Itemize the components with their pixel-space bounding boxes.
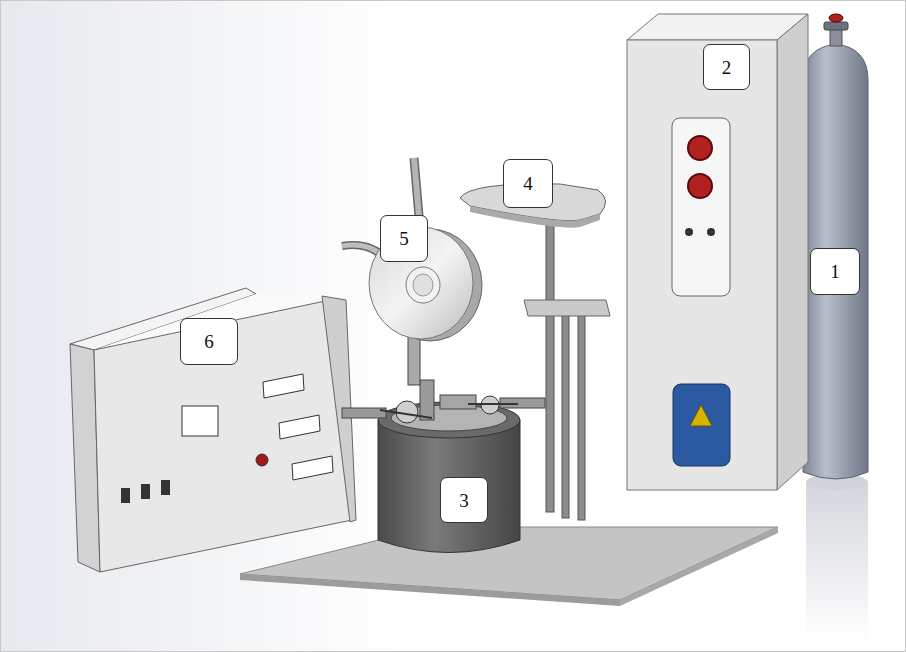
callout-number: 4: [523, 174, 533, 193]
callout-number: 1: [830, 262, 840, 281]
callout-number: 2: [722, 58, 732, 77]
callout-box: 1: [810, 248, 860, 295]
callout-box: 6: [180, 318, 238, 365]
callout-number: 5: [399, 229, 409, 248]
callout-box: 5: [380, 215, 428, 262]
callout-box: 2: [703, 44, 750, 90]
callout-number: 3: [459, 491, 469, 510]
callout-box: 3: [440, 477, 488, 523]
callout-box: 4: [503, 159, 553, 208]
callout-number: 6: [204, 332, 214, 351]
